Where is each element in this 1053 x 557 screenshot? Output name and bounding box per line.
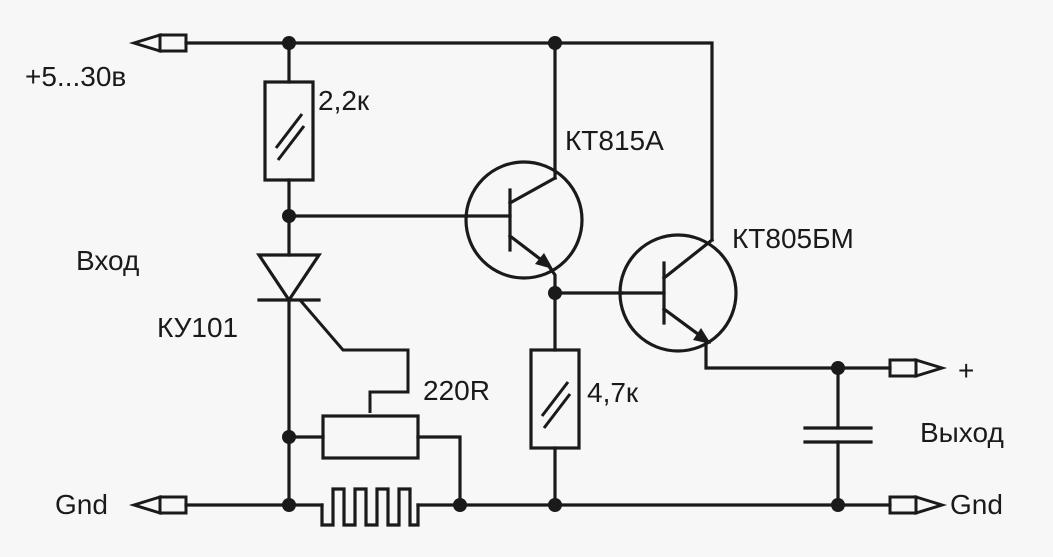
junction-dot bbox=[831, 498, 845, 512]
junction-dot bbox=[282, 430, 296, 444]
junction-dot bbox=[831, 361, 845, 375]
input-label: Вход bbox=[76, 245, 139, 276]
terminal-supply-arrow bbox=[128, 32, 188, 54]
q1-part-label: КТ815А bbox=[565, 125, 664, 156]
output-plus-label: + bbox=[958, 355, 974, 386]
wires bbox=[184, 41, 892, 507]
potentiometer bbox=[321, 414, 420, 460]
heater-meander bbox=[320, 487, 420, 527]
q2-part-label: КТ805БМ bbox=[732, 223, 854, 254]
junction-dot bbox=[282, 209, 296, 223]
pot-value-label: 220R bbox=[423, 375, 490, 406]
thyristor-scr bbox=[256, 253, 322, 303]
junction-dot bbox=[282, 498, 296, 512]
transistor-q1 bbox=[464, 160, 584, 280]
junction-dot bbox=[548, 498, 562, 512]
resistor-r2 bbox=[529, 348, 581, 450]
junction-dot bbox=[453, 498, 467, 512]
terminal-gnd-right-arrow bbox=[888, 494, 948, 516]
gnd-right-label: Gnd bbox=[950, 489, 1003, 520]
junction-dot bbox=[282, 36, 296, 50]
terminal-gnd-left-arrow bbox=[128, 494, 188, 516]
capacitor bbox=[803, 426, 873, 444]
junction-dot bbox=[548, 286, 562, 300]
output-label: Выход bbox=[920, 417, 1004, 448]
junction-dot bbox=[548, 36, 562, 50]
r1-value-label: 2,2к bbox=[318, 85, 370, 116]
r2-value-label: 4,7к bbox=[587, 377, 639, 408]
terminal-output-arrow bbox=[888, 357, 948, 379]
transistor-q2 bbox=[618, 233, 738, 353]
resistor-r1 bbox=[263, 80, 315, 182]
gnd-left-label: Gnd bbox=[55, 489, 108, 520]
junctions bbox=[282, 36, 845, 512]
supply-voltage-label: +5...30в bbox=[25, 61, 126, 92]
scr-part-label: КУ101 bbox=[157, 312, 238, 343]
